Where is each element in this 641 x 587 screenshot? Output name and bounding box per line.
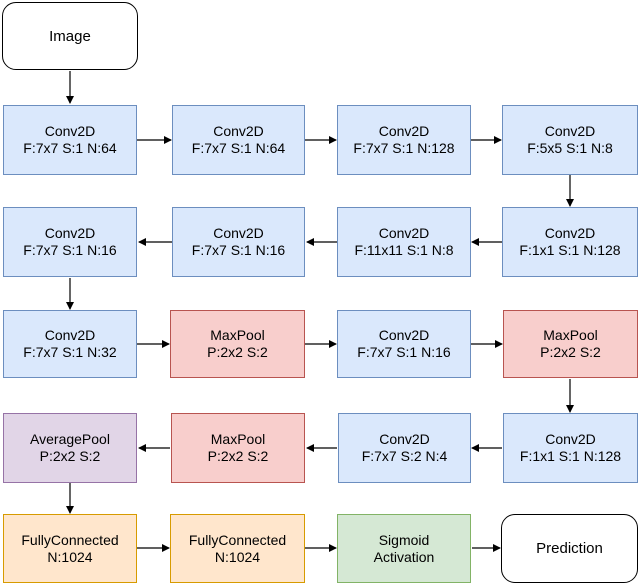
averagepool-layer-r4c1: AveragePool P:2x2 S:2 [3, 413, 137, 483]
layer-title: Conv2D [378, 123, 430, 139]
image-label: Image [49, 27, 91, 45]
layer-params: F:7x7 S:1 N:16 [191, 242, 286, 258]
prediction-output-node: Prediction [501, 514, 638, 583]
layer-title: Conv2D [544, 225, 596, 241]
sigmoid-activation-layer: Sigmoid Activation [337, 514, 471, 583]
conv2d-layer-r2c3: Conv2D F:11x11 S:1 N:8 [337, 207, 471, 277]
layer-title: AveragePool [30, 431, 110, 447]
layer-params: N:1024 [47, 548, 93, 565]
layer-title: MaxPool [210, 327, 265, 343]
layer-title: FullyConnected [188, 531, 287, 548]
layer-params: F:7x7 S:1 N:64 [191, 140, 286, 156]
layer-params: F:7x7 S:1 N:16 [23, 242, 117, 258]
layer-params: F:7x7 S:1 N:32 [23, 344, 117, 360]
layer-title: MaxPool [543, 327, 598, 343]
fullyconnected-layer-r5c2: FullyConnected N:1024 [170, 514, 305, 583]
maxpool-layer-r3c2: MaxPool P:2x2 S:2 [170, 310, 305, 378]
conv2d-layer-r2c2: Conv2D F:7x7 S:1 N:16 [172, 207, 305, 277]
layer-params: F:11x11 S:1 N:8 [354, 242, 454, 258]
prediction-label: Prediction [536, 540, 603, 557]
conv2d-layer-r1c4: Conv2D F:5x5 S:1 N:8 [502, 105, 638, 175]
conv2d-layer-r2c4: Conv2D F:1x1 S:1 N:128 [502, 207, 638, 277]
layer-title: Conv2D [44, 123, 96, 139]
layer-title: MaxPool [210, 431, 266, 447]
layer-params: P:2x2 S:2 [39, 448, 101, 464]
layer-title: Conv2D [378, 327, 430, 343]
layer-title: Conv2D [378, 225, 430, 241]
layer-params: F:7x7 S:2 N:4 [361, 448, 448, 464]
conv2d-layer-r4c3: Conv2D F:7x7 S:2 N:4 [338, 413, 471, 483]
layer-params: F:7x7 S:1 N:128 [353, 140, 455, 156]
conv2d-layer-r1c3: Conv2D F:7x7 S:1 N:128 [337, 105, 471, 175]
layer-params: F:5x5 S:1 N:8 [527, 140, 613, 156]
layer-title: Conv2D [44, 225, 96, 241]
layer-title: Conv2D [379, 431, 430, 447]
layer-params: F:1x1 S:1 N:128 [519, 448, 622, 464]
layer-params: F:7x7 S:1 N:16 [357, 344, 451, 360]
layer-title: Sigmoid [378, 531, 430, 548]
conv2d-layer-r3c3: Conv2D F:7x7 S:1 N:16 [337, 310, 471, 378]
layer-title: Conv2D [213, 123, 264, 139]
maxpool-layer-r3c4: MaxPool P:2x2 S:2 [503, 310, 638, 378]
layer-title: FullyConnected [21, 531, 119, 548]
image-input-node: Image [2, 2, 138, 70]
conv2d-layer-r1c2: Conv2D F:7x7 S:1 N:64 [172, 105, 305, 175]
fullyconnected-layer-r5c1: FullyConnected N:1024 [3, 514, 137, 583]
conv2d-layer-r4c4: Conv2D F:1x1 S:1 N:128 [503, 413, 638, 483]
layer-params: P:2x2 S:2 [207, 448, 269, 464]
layer-params: Activation [373, 548, 435, 565]
layer-title: Conv2D [544, 123, 596, 139]
conv2d-layer-r2c1: Conv2D F:7x7 S:1 N:16 [3, 207, 137, 277]
layer-params: P:2x2 S:2 [207, 344, 268, 360]
layer-title: Conv2D [44, 327, 96, 343]
conv2d-layer-r1c1: Conv2D F:7x7 S:1 N:64 [3, 105, 137, 175]
layer-params: P:2x2 S:2 [540, 344, 601, 360]
conv2d-layer-r3c1: Conv2D F:7x7 S:1 N:32 [3, 310, 137, 378]
layer-title: Conv2D [213, 225, 264, 241]
layer-params: N:1024 [214, 548, 261, 565]
maxpool-layer-r4c2: MaxPool P:2x2 S:2 [171, 413, 305, 483]
layer-params: F:7x7 S:1 N:64 [23, 140, 117, 156]
layer-params: F:1x1 S:1 N:128 [519, 242, 621, 258]
layer-title: Conv2D [545, 431, 596, 447]
